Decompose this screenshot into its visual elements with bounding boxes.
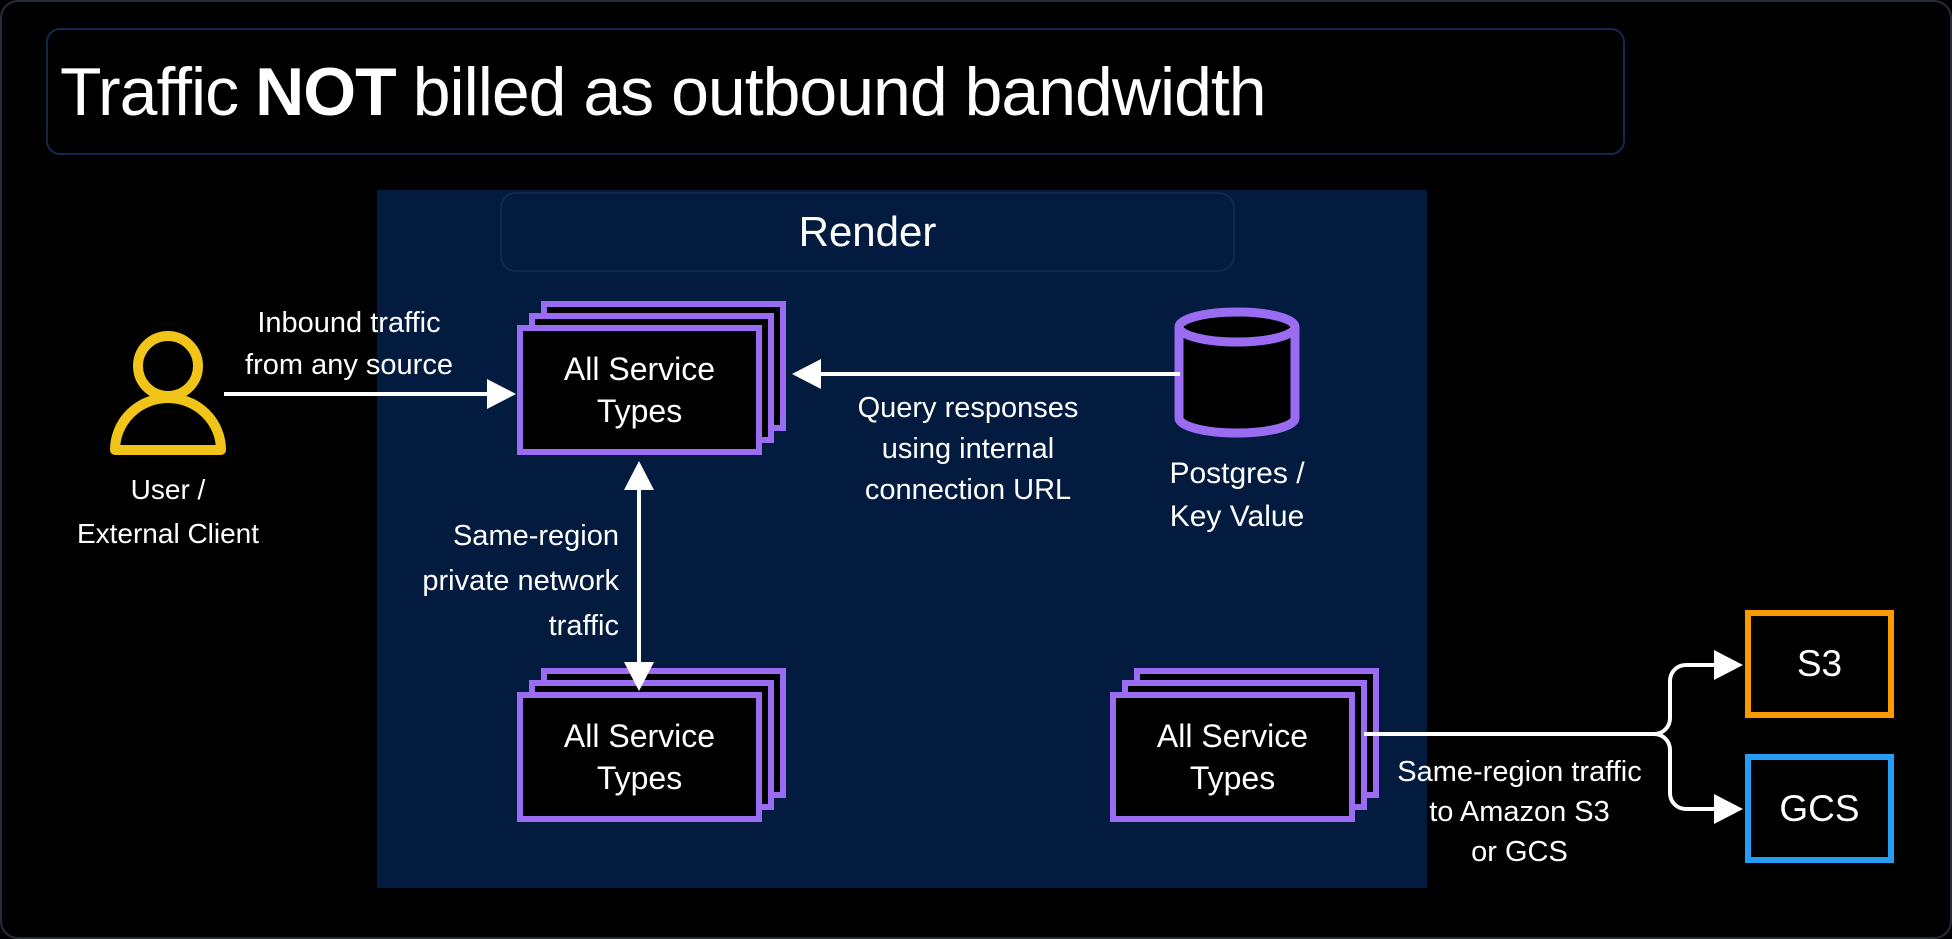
arrowhead-to-s3: [1714, 650, 1743, 680]
label-line: Key Value: [1169, 500, 1305, 533]
gcs-label: GCS: [1779, 787, 1860, 829]
service-label: All Service Types: [1156, 718, 1309, 796]
stack-card-front: All Service Types: [517, 692, 762, 822]
label-line: User /: [130, 474, 206, 505]
label-line: Inbound traffic: [257, 307, 441, 339]
label-line: from any source: [245, 349, 453, 381]
user-label: User / External Client: [42, 468, 294, 556]
database-label: Postgres / Key Value: [1112, 452, 1362, 538]
label-line: Query responses: [857, 392, 1079, 424]
s3-label: S3: [1796, 643, 1843, 684]
query-responses-label: Query responses using internal connectio…: [818, 388, 1118, 511]
private-network-label: Same-region private network traffic: [342, 514, 619, 649]
render-region-title: Render: [798, 208, 937, 255]
label-line: to Amazon S3: [1429, 796, 1610, 828]
label-line: private network: [422, 565, 619, 597]
title-suffix: billed as outbound bandwidth: [412, 53, 1267, 130]
render-region-title-box: Render: [500, 192, 1235, 272]
label-line: using internal: [881, 433, 1055, 465]
label-line: traffic: [548, 610, 619, 642]
label-line: or GCS: [1471, 836, 1568, 868]
service-label: All Service Types: [563, 718, 716, 796]
label-line: connection URL: [864, 474, 1072, 506]
title-emphasis: NOT: [255, 53, 397, 130]
arrowhead-to-gcs: [1714, 794, 1743, 824]
gcs-box: GCS: [1745, 754, 1894, 863]
stack-card-front: All Service Types: [517, 325, 762, 455]
storage-traffic-label: Same-region traffic to Amazon S3 or GCS: [1392, 752, 1647, 872]
label-line: Postgres /: [1169, 457, 1305, 490]
inbound-traffic-label: Inbound traffic from any source: [200, 302, 498, 386]
label-line: Same-region: [452, 520, 619, 552]
s3-box: S3: [1745, 610, 1894, 718]
title-prefix: Traffic: [60, 53, 239, 130]
label-line: Same-region traffic: [1397, 756, 1642, 788]
label-line: External Client: [76, 518, 260, 549]
stack-card-front: All Service Types: [1110, 692, 1355, 822]
service-label: All Service Types: [563, 351, 716, 429]
